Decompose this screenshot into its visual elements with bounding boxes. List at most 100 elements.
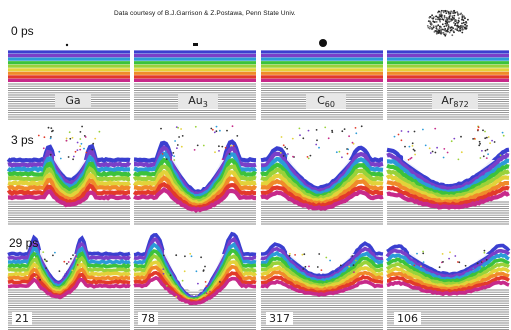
sputtered-atom (303, 253, 306, 256)
sputtered-atom (414, 153, 416, 156)
projectile-au3 (193, 43, 198, 46)
sputtered-atom (460, 151, 463, 154)
argon-atom (443, 33, 446, 36)
sputtered-atom (348, 135, 350, 138)
argon-atom (441, 18, 444, 20)
sputtered-atom (299, 134, 301, 137)
sputtered-atom (65, 139, 68, 142)
argon-atom (435, 25, 437, 28)
sputtered-atom (479, 142, 481, 145)
sputtered-atom (355, 259, 357, 262)
sputtered-atom (339, 264, 342, 267)
argon-atom (429, 25, 432, 28)
sputtered-atom (404, 145, 406, 148)
sputtered-atom (438, 266, 441, 269)
atomic-layer (386, 257, 510, 284)
sputtered-atom (422, 250, 424, 253)
sputtered-atom (80, 142, 83, 145)
yield-c60: 317 (266, 312, 293, 325)
sputtered-atom (453, 137, 456, 140)
sputtered-atom (44, 259, 47, 262)
sputtered-atom (202, 144, 205, 147)
sputtered-atom (76, 149, 79, 152)
argon-atom (443, 25, 446, 28)
argon-atom (446, 29, 448, 32)
sputtered-atom (59, 157, 62, 160)
sputtered-atom (352, 264, 355, 267)
argon-atom (438, 32, 440, 34)
atomic-layer (260, 151, 384, 194)
sputtered-atom (352, 142, 355, 145)
sputtered-atom (67, 156, 70, 158)
sputtered-atom (63, 260, 66, 263)
sputtered-atom (75, 255, 77, 257)
sputtered-atom (480, 265, 483, 268)
argon-atom (438, 17, 440, 20)
sputtered-atom (49, 153, 52, 156)
sputtered-atom (205, 285, 208, 287)
sputtered-atom (443, 148, 446, 150)
atomic-layer (260, 270, 384, 293)
sputtered-atom (84, 136, 87, 138)
sputtered-atom (483, 249, 486, 252)
sputtered-atom (484, 137, 487, 140)
sputtered-atom (331, 131, 334, 134)
sputtered-atom (79, 131, 82, 133)
sputtered-atom (165, 150, 167, 153)
sputtered-atom (484, 149, 487, 152)
sputtered-atom (493, 141, 496, 143)
argon-atom (460, 12, 463, 15)
sputtered-atom (236, 135, 239, 137)
panel-r0-c1 (134, 50, 256, 120)
atomic-layer (7, 272, 131, 298)
atomic-layer (385, 252, 510, 282)
argon-atom (435, 15, 438, 18)
sputtered-atom (316, 139, 318, 142)
argon-atom (465, 26, 468, 29)
sputtered-atom (442, 261, 444, 263)
atomic-layer (260, 274, 384, 295)
argon-atom (431, 28, 433, 31)
sputtered-atom (354, 127, 357, 129)
sputtered-atom (165, 158, 168, 161)
argon-atom (456, 29, 459, 31)
argon-atom (462, 21, 465, 24)
argon-atom (449, 12, 452, 15)
argon-atom (441, 23, 444, 26)
sputtered-atom (231, 125, 234, 128)
atomic-layer (386, 185, 510, 208)
sputtered-atom (287, 153, 289, 155)
sputtered-atom (318, 146, 320, 149)
sputtered-atom (50, 136, 52, 138)
sputtered-atom (350, 256, 353, 258)
sputtered-atom (219, 129, 221, 132)
argon-atom (461, 18, 463, 21)
atomic-layer (7, 172, 132, 199)
sputtered-atom (204, 265, 206, 268)
argon-atom (451, 34, 454, 37)
sputtered-atom (172, 152, 175, 154)
sputtered-atom (228, 153, 231, 155)
sputtered-atom (76, 264, 79, 266)
sputtered-atom (416, 252, 418, 255)
sputtered-atom (434, 151, 437, 154)
argon-atom (440, 15, 442, 18)
sputtered-atom (54, 251, 56, 254)
sputtered-atom (491, 139, 493, 142)
sputtered-atom (224, 146, 227, 149)
sputtered-atom (83, 147, 85, 150)
sputtered-atom (79, 148, 82, 151)
sputtered-atom (98, 130, 101, 133)
argon-atom (450, 20, 452, 22)
sputtered-atom (341, 156, 343, 159)
argon-atom (436, 18, 439, 21)
argon-atom (459, 27, 461, 30)
argon-atom (437, 16, 439, 19)
sputtered-atom (72, 158, 74, 161)
sputtered-atom (487, 153, 489, 156)
sputtered-atom (429, 152, 432, 154)
sputtered-atom (292, 155, 294, 158)
atomic-layer (6, 154, 131, 189)
argon-atom (436, 28, 438, 31)
sputtered-atom (316, 266, 319, 268)
